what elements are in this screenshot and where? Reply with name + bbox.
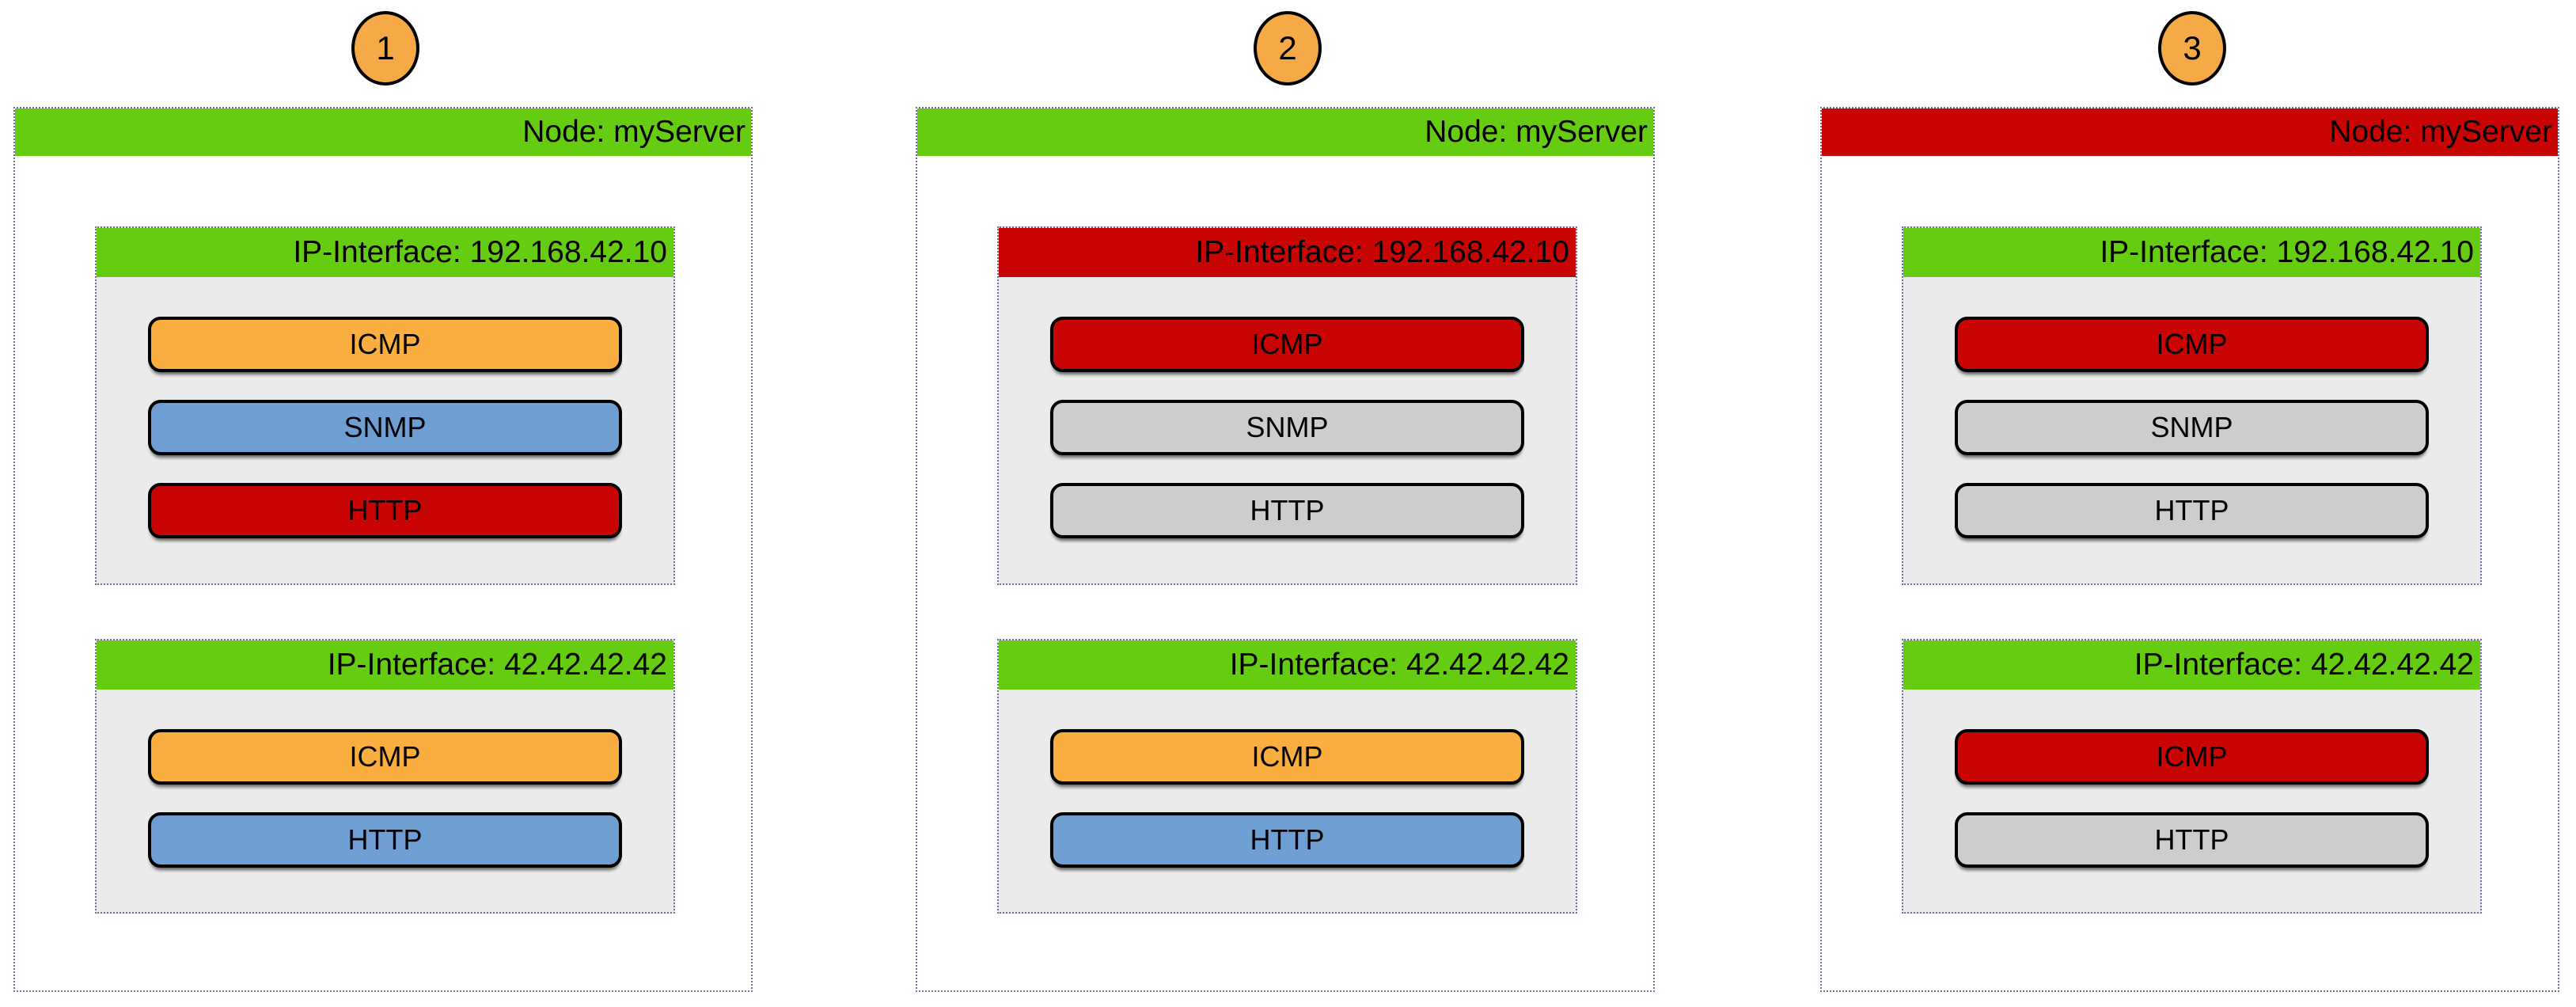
service-list: ICMP SNMP HTTP (999, 277, 1576, 538)
service-chip-http: HTTP (1955, 483, 2429, 538)
service-chip-http: HTTP (148, 483, 622, 538)
node-box: Node: myServer IP-Interface: 192.168.42.… (13, 107, 753, 992)
node-header: Node: myServer (917, 108, 1653, 156)
interface-label: IP-Interface: 42.42.42.42 (1903, 640, 2480, 690)
service-chip-icmp: ICMP (148, 317, 622, 372)
scenario-panel-2: 2 Node: myServer IP-Interface: 192.168.4… (916, 0, 1655, 1007)
interface-box: IP-Interface: 192.168.42.10 ICMP SNMP HT… (1902, 226, 2482, 585)
scenario-panel-1: 1 Node: myServer IP-Interface: 192.168.4… (13, 0, 753, 1007)
interface-box: IP-Interface: 192.168.42.10 ICMP SNMP HT… (95, 226, 675, 585)
service-list: ICMP SNMP HTTP (97, 277, 673, 538)
service-chip-icmp: ICMP (1050, 729, 1524, 785)
interface-box: IP-Interface: 192.168.42.10 ICMP SNMP HT… (997, 226, 1577, 585)
interface-box: IP-Interface: 42.42.42.42 ICMP HTTP (1902, 639, 2482, 914)
service-chip-http: HTTP (1955, 812, 2429, 868)
service-chip-icmp: ICMP (1955, 317, 2429, 372)
service-chip-snmp: SNMP (1955, 400, 2429, 455)
service-list: ICMP HTTP (97, 690, 673, 868)
step-1-badge: 1 (351, 11, 419, 86)
interface-box: IP-Interface: 42.42.42.42 ICMP HTTP (997, 639, 1577, 914)
node-header: Node: myServer (1822, 108, 2558, 156)
interface-label: IP-Interface: 42.42.42.42 (999, 640, 1576, 690)
service-chip-http: HTTP (1050, 483, 1524, 538)
interface-label: IP-Interface: 192.168.42.10 (999, 228, 1576, 277)
service-chip-icmp: ICMP (148, 729, 622, 785)
node-header: Node: myServer (15, 108, 751, 156)
step-2-badge: 2 (1254, 11, 1322, 86)
service-chip-snmp: SNMP (148, 400, 622, 455)
service-chip-icmp: ICMP (1050, 317, 1524, 372)
node-box: Node: myServer IP-Interface: 192.168.42.… (916, 107, 1655, 992)
interface-label: IP-Interface: 42.42.42.42 (97, 640, 673, 690)
service-chip-snmp: SNMP (1050, 400, 1524, 455)
step-3-badge: 3 (2158, 11, 2226, 86)
interface-label: IP-Interface: 192.168.42.10 (97, 228, 673, 277)
service-chip-icmp: ICMP (1955, 729, 2429, 785)
service-list: ICMP HTTP (1903, 690, 2480, 868)
interface-box: IP-Interface: 42.42.42.42 ICMP HTTP (95, 639, 675, 914)
service-list: ICMP HTTP (999, 690, 1576, 868)
scenario-panel-3: 3 Node: myServer IP-Interface: 192.168.4… (1820, 0, 2559, 1007)
service-chip-http: HTTP (1050, 812, 1524, 868)
node-box: Node: myServer IP-Interface: 192.168.42.… (1820, 107, 2559, 992)
interface-label: IP-Interface: 192.168.42.10 (1903, 228, 2480, 277)
service-list: ICMP SNMP HTTP (1903, 277, 2480, 538)
service-chip-http: HTTP (148, 812, 622, 868)
